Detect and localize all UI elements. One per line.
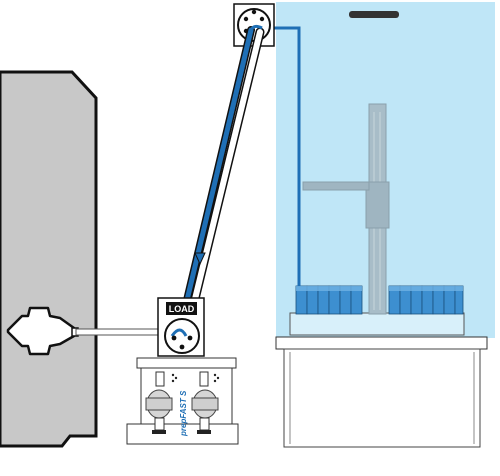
valve-state-badge: LOAD: [166, 302, 197, 315]
upper-valve-loop: [249, 24, 263, 31]
syringe-pump-right: [191, 371, 219, 434]
transfer-tubing: [175, 26, 265, 341]
vial-rack-right: [388, 285, 464, 315]
port-markers: [171, 373, 220, 383]
module-name-label: prepFAST S: [179, 390, 188, 437]
valve-state-label: LOAD: [169, 304, 195, 314]
vial-rack-left: [295, 285, 363, 315]
instrument-body: [0, 70, 98, 448]
prepfast-module: prepFAST S: [126, 357, 239, 445]
autosampler-gantry: [302, 103, 390, 315]
syringe-pump-left: [145, 371, 173, 434]
nebulizer-connector: [6, 306, 79, 356]
rack-platform: [289, 312, 465, 336]
autosampler-base: [275, 336, 488, 448]
